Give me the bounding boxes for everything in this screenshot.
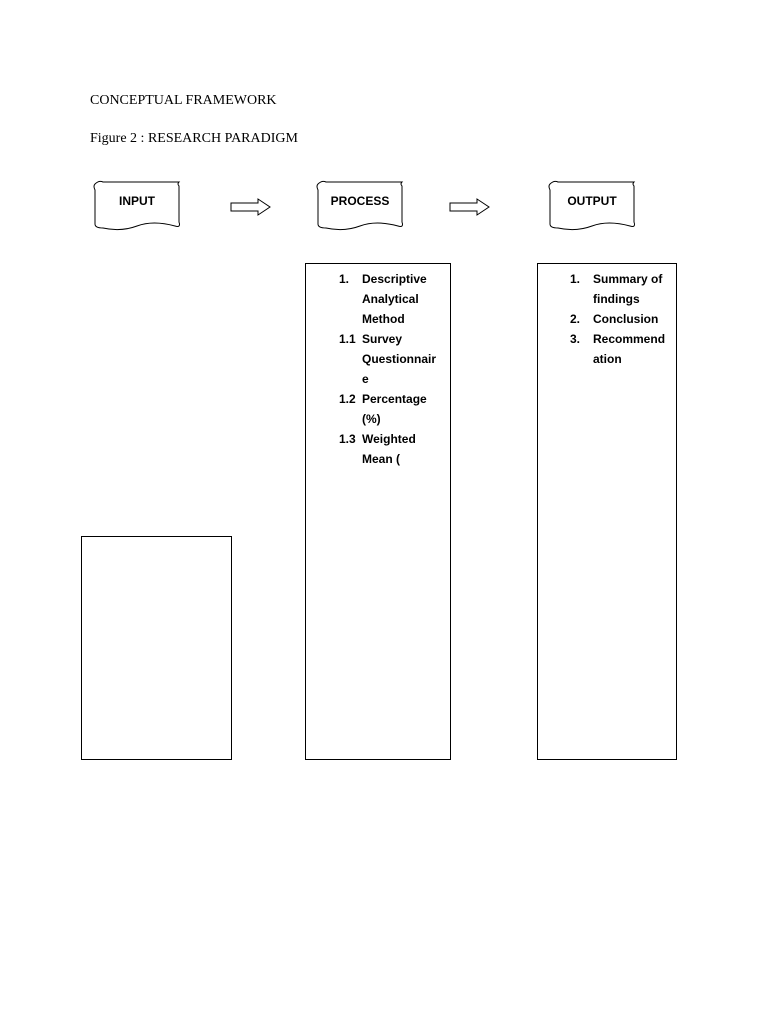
process-item-line: Analytical [362, 292, 419, 306]
output-item-text: Summary of findings [593, 269, 676, 309]
process-item-line: Survey [362, 332, 403, 346]
process-item: 1.2 Percentage (%) [339, 389, 450, 429]
output-item: 3. Recommend ation [570, 329, 676, 369]
process-item-line: (%) [362, 412, 381, 426]
output-label: OUTPUT [567, 194, 617, 208]
output-item-text: Conclusion [593, 309, 676, 329]
input-shape: INPUT [93, 180, 181, 232]
process-item-line: Percentage [362, 392, 427, 406]
output-item: 2. Conclusion [570, 309, 676, 329]
output-shape: OUTPUT [548, 180, 636, 232]
right-arrow-icon [449, 198, 490, 216]
output-item-line: findings [593, 292, 640, 306]
input-label: INPUT [119, 194, 155, 208]
process-shape: PROCESS [316, 180, 404, 232]
process-item-line: Weighted [362, 432, 416, 446]
output-item-line: ation [593, 352, 622, 366]
output-item-number: 2. [570, 312, 581, 326]
input-document-outline [93, 180, 181, 231]
output-item-line: Summary of [593, 272, 663, 286]
process-item-line: Descriptive [362, 272, 427, 286]
page-title: CONCEPTUAL FRAMEWORK [90, 93, 277, 108]
process-label: PROCESS [330, 194, 390, 208]
output-item-line: Recommend [593, 332, 666, 346]
output-item-line: Conclusion [593, 312, 659, 326]
output-item: 1. Summary of findings [570, 269, 676, 309]
output-item-number: 1. [570, 272, 581, 286]
process-item-text: Percentage (%) [362, 389, 450, 429]
process-item-number: 1. [339, 272, 350, 286]
process-item-line: Method [362, 312, 405, 326]
process-item-line: e [362, 372, 369, 386]
process-item-line: Questionnair [362, 352, 437, 366]
process-item-number: 1.1 [339, 332, 356, 346]
right-arrow-icon [230, 198, 271, 216]
output-details-box: 1. Summary of findings 2. Conclusion 3. Recomm… [537, 263, 677, 760]
process-item-number: 1.2 [339, 392, 356, 406]
output-list: 1. Summary of findings 2. Conclusion 3. Recomm… [570, 269, 676, 369]
process-document-outline [316, 180, 404, 231]
output-item-number: 3. [570, 332, 581, 346]
output-document-outline [548, 180, 636, 231]
input-details-box [81, 536, 232, 760]
figure-caption: Figure 2 : RESEARCH PARADIGM [90, 131, 298, 146]
output-item-text: Recommend ation [593, 329, 676, 369]
process-item-line: Mean ( [362, 452, 401, 466]
process-item-number: 1.3 [339, 432, 356, 446]
